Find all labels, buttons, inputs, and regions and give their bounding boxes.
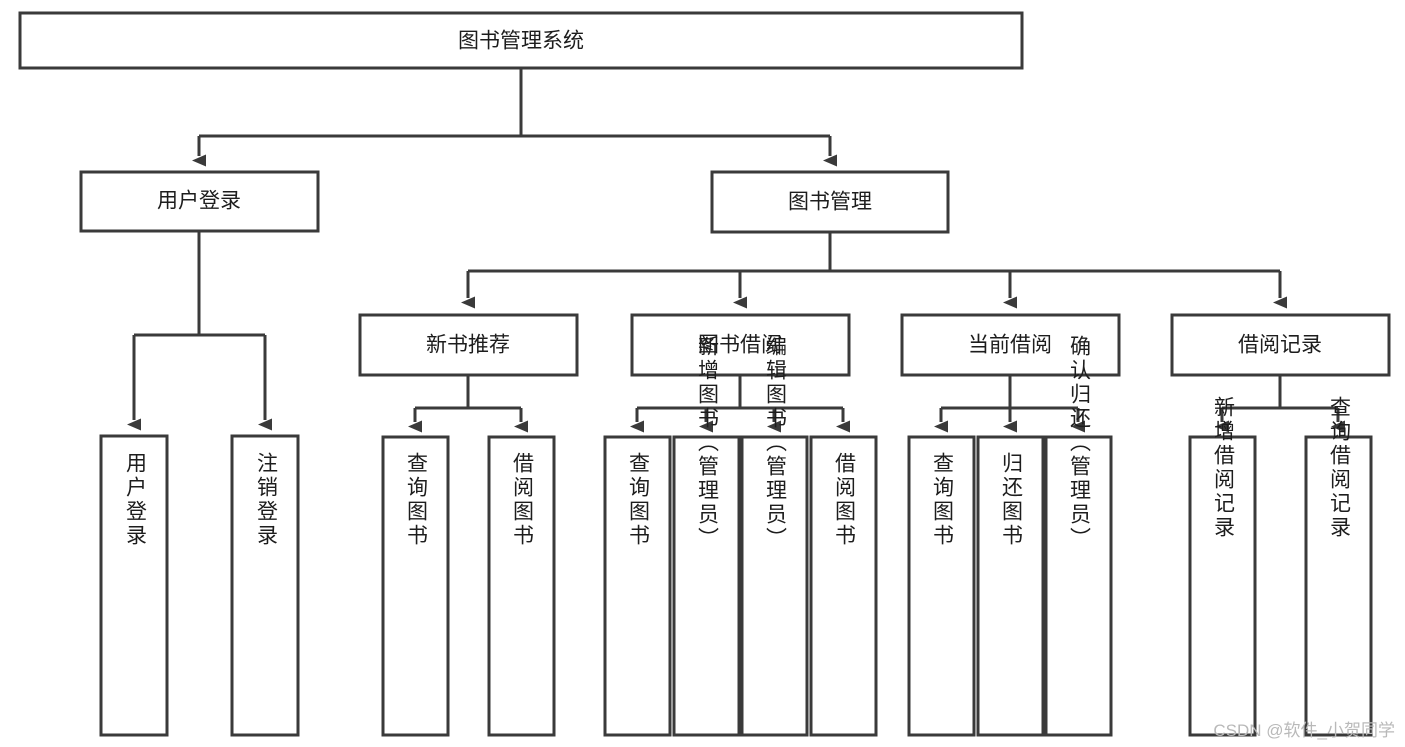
leaf-add-book-box[interactable] bbox=[672, 435, 741, 737]
leaf-add-book-label: 新增图书（管理员） bbox=[695, 335, 719, 551]
node-current-borrow-box[interactable] bbox=[900, 313, 1121, 377]
leaf-add-record-label: 新增借阅记录 bbox=[1211, 396, 1235, 540]
node-root[interactable]: 图书管理系统 bbox=[18, 11, 1024, 70]
leaf-user-login[interactable]: 用户登录 bbox=[99, 434, 169, 737]
node-book-borrow[interactable]: 图书借阅 bbox=[630, 313, 851, 377]
node-current-borrow[interactable]: 当前借阅 bbox=[900, 313, 1121, 377]
leaf-borrow-book-1-box[interactable] bbox=[487, 435, 556, 737]
node-new-book-rec[interactable]: 新书推荐 bbox=[358, 313, 579, 377]
leaf-query-book-3[interactable]: 查询图书 bbox=[907, 435, 976, 737]
node-root-box[interactable] bbox=[18, 11, 1024, 70]
node-book-mgmt-label: 图书管理 bbox=[788, 191, 872, 214]
leaf-query-book-1[interactable]: 查询图书 bbox=[381, 435, 450, 737]
node-book-mgmt-box[interactable] bbox=[710, 170, 950, 234]
leaf-borrow-book-2-label: 借阅图书 bbox=[832, 452, 856, 548]
leaf-edit-book-box[interactable] bbox=[740, 435, 809, 737]
node-book-mgmt[interactable]: 图书管理 bbox=[710, 170, 950, 234]
leaf-confirm-return-box[interactable] bbox=[1044, 435, 1113, 737]
leaf-logout-box[interactable] bbox=[230, 434, 300, 737]
leaf-query-book-2-box[interactable] bbox=[603, 435, 672, 737]
leaf-confirm-return-label: 确认归还（管理员） bbox=[1067, 335, 1091, 551]
leaf-borrow-book-1[interactable]: 借阅图书 bbox=[487, 435, 556, 737]
node-new-book-rec-box[interactable] bbox=[358, 313, 579, 377]
leaf-return-book-box[interactable] bbox=[976, 435, 1045, 737]
leaf-borrow-book-1-label: 借阅图书 bbox=[510, 452, 534, 548]
leaf-edit-book-label: 编辑图书（管理员） bbox=[763, 335, 787, 551]
node-new-book-rec-label: 新书推荐 bbox=[426, 334, 510, 357]
leaf-return-book-label: 归还图书 bbox=[999, 452, 1023, 548]
leaf-query-book-3-label: 查询图书 bbox=[930, 452, 954, 548]
node-borrow-record[interactable]: 借阅记录 bbox=[1170, 313, 1391, 377]
leaf-borrow-book-2[interactable]: 借阅图书 bbox=[809, 435, 878, 737]
leaf-logout[interactable]: 注销登录 bbox=[230, 434, 300, 737]
leaf-query-book-2-label: 查询图书 bbox=[626, 452, 650, 548]
leaf-query-book-1-box[interactable] bbox=[381, 435, 450, 737]
leaf-query-record-box[interactable] bbox=[1304, 435, 1373, 737]
csdn-watermark: CSDN @软件_小贺同学 bbox=[1213, 721, 1395, 740]
node-borrow-record-label: 借阅记录 bbox=[1238, 334, 1322, 357]
node-root-label: 图书管理系统 bbox=[458, 30, 584, 53]
connectors-layer bbox=[127, 68, 1345, 433]
node-user-login-box[interactable] bbox=[79, 170, 320, 233]
node-book-borrow-label: 图书借阅 bbox=[698, 334, 782, 357]
leaf-return-book[interactable]: 归还图书 bbox=[976, 435, 1045, 737]
leaf-logout-label: 注销登录 bbox=[254, 452, 278, 548]
leaf-edit-book[interactable]: 编辑图书（管理员） bbox=[740, 335, 809, 737]
leaf-add-book[interactable]: 新增图书（管理员） bbox=[672, 335, 741, 737]
leaf-borrow-book-2-box[interactable] bbox=[809, 435, 878, 737]
leaf-query-book-3-box[interactable] bbox=[907, 435, 976, 737]
leaf-add-record[interactable]: 新增借阅记录 bbox=[1188, 396, 1257, 737]
leaf-query-book-1-label: 查询图书 bbox=[404, 452, 428, 548]
leaf-query-record[interactable]: 查询借阅记录 bbox=[1304, 396, 1373, 737]
leaf-add-record-box[interactable] bbox=[1188, 435, 1257, 737]
node-borrow-record-box[interactable] bbox=[1170, 313, 1391, 377]
node-user-login[interactable]: 用户登录 bbox=[79, 170, 320, 233]
node-book-borrow-box[interactable] bbox=[630, 313, 851, 377]
node-user-login-label: 用户登录 bbox=[157, 190, 241, 213]
leaf-user-login-box[interactable] bbox=[99, 434, 169, 737]
leaf-query-record-label: 查询借阅记录 bbox=[1327, 396, 1351, 540]
node-current-borrow-label: 当前借阅 bbox=[968, 334, 1052, 357]
leaf-confirm-return[interactable]: 确认归还（管理员） bbox=[1044, 335, 1113, 737]
leaf-query-book-2[interactable]: 查询图书 bbox=[603, 435, 672, 737]
leaf-user-login-label: 用户登录 bbox=[123, 452, 147, 548]
